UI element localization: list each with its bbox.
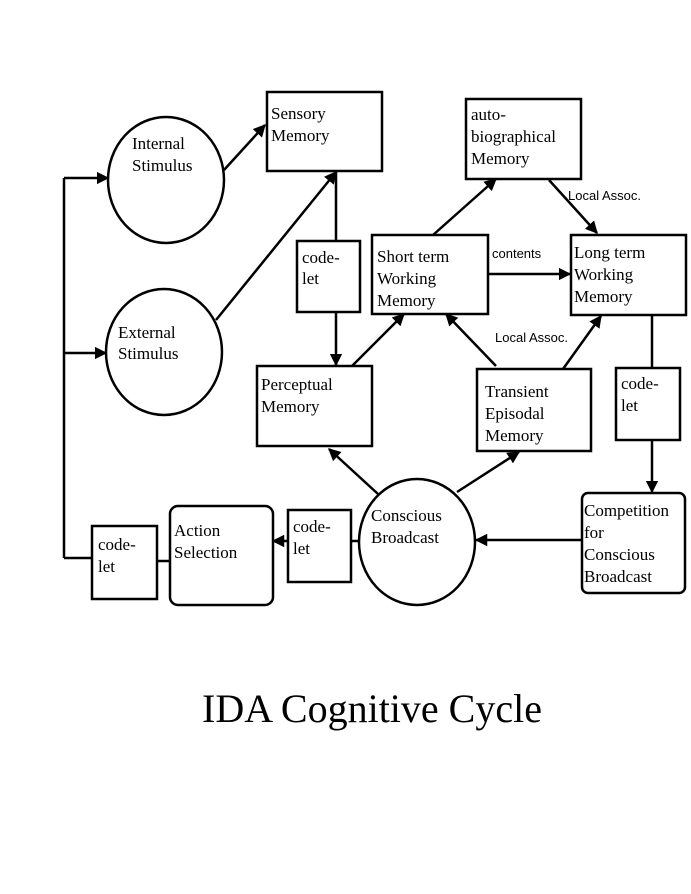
node-label-line: Stimulus bbox=[132, 156, 192, 175]
svg-text:code-let: code-let bbox=[621, 374, 659, 415]
node-label-line: biographical bbox=[471, 127, 556, 146]
node-label-line: Internal bbox=[132, 134, 185, 153]
node-label-line: code- bbox=[293, 517, 331, 536]
node-label-line: Conscious bbox=[371, 506, 442, 525]
edge-internal-to-sensory bbox=[223, 124, 266, 171]
node-label-line: code- bbox=[621, 374, 659, 393]
edge-autobiographical-to-long-term bbox=[548, 179, 598, 234]
node-codelet-broadcast: code-let bbox=[286, 508, 353, 584]
edge-broadcast-to-transient bbox=[456, 450, 521, 494]
node-label-line: Memory bbox=[261, 397, 320, 416]
node-label-line: Stimulus bbox=[118, 344, 178, 363]
node-label-line: Working bbox=[574, 265, 634, 284]
node-label-line: External bbox=[118, 323, 176, 342]
node-label-line: Perceptual bbox=[261, 375, 333, 394]
node-codelet-long-term: code-let bbox=[614, 366, 682, 442]
node-label-line: Memory bbox=[485, 426, 544, 445]
node-label-line: Competition bbox=[584, 501, 670, 520]
edge-transient-to-short-term bbox=[445, 313, 497, 367]
node-label-line: Memory bbox=[471, 149, 530, 168]
node-label-line: Episodal bbox=[485, 404, 545, 423]
edge-label-local-assoc-bottom: Local Assoc. bbox=[495, 330, 568, 345]
node-label-line: Long term bbox=[574, 243, 645, 262]
node-label-line: code- bbox=[98, 535, 136, 554]
node-label-line: Sensory bbox=[271, 104, 326, 123]
node-label-line: let bbox=[293, 539, 310, 558]
node-label-line: let bbox=[302, 269, 319, 288]
node-label-line: let bbox=[98, 557, 115, 576]
edge-perceptual-to-short-term bbox=[351, 313, 405, 367]
edges bbox=[62, 124, 659, 563]
node-label-line: for bbox=[584, 523, 604, 542]
node-label-line: Conscious bbox=[584, 545, 655, 564]
node-label-line: code- bbox=[302, 248, 340, 267]
node-label-line: let bbox=[621, 396, 638, 415]
svg-text:code-let: code-let bbox=[302, 248, 340, 288]
node-label-line: Memory bbox=[574, 287, 633, 306]
node-label-line: Broadcast bbox=[584, 567, 652, 586]
svg-text:code-let: code-let bbox=[293, 517, 331, 558]
edge-transient-to-long-term bbox=[561, 314, 603, 370]
node-label-line: Memory bbox=[377, 291, 436, 310]
node-label-line: auto- bbox=[471, 105, 506, 124]
node-codelet-action: code-let bbox=[90, 524, 159, 601]
edge-external-to-sensory bbox=[215, 171, 337, 321]
svg-text:code-let: code-let bbox=[98, 535, 136, 576]
edge-short-term-to-autobiographical bbox=[432, 178, 497, 236]
node-label-line: Transient bbox=[485, 382, 549, 401]
node-codelet-sensory: code-let bbox=[295, 239, 362, 314]
node-label-line: Selection bbox=[174, 543, 238, 562]
node-label-line: Memory bbox=[271, 126, 330, 145]
edge-label-contents: contents bbox=[492, 246, 542, 261]
edge-broadcast-to-perceptual bbox=[328, 448, 379, 495]
node-label-line: Action bbox=[174, 521, 221, 540]
edge-label-local-assoc-top: Local Assoc. bbox=[568, 188, 641, 203]
diagram-title: IDA Cognitive Cycle bbox=[202, 686, 542, 731]
node-label-line: Short term bbox=[377, 247, 449, 266]
node-label-line: Working bbox=[377, 269, 437, 288]
node-label-line: Broadcast bbox=[371, 528, 439, 547]
